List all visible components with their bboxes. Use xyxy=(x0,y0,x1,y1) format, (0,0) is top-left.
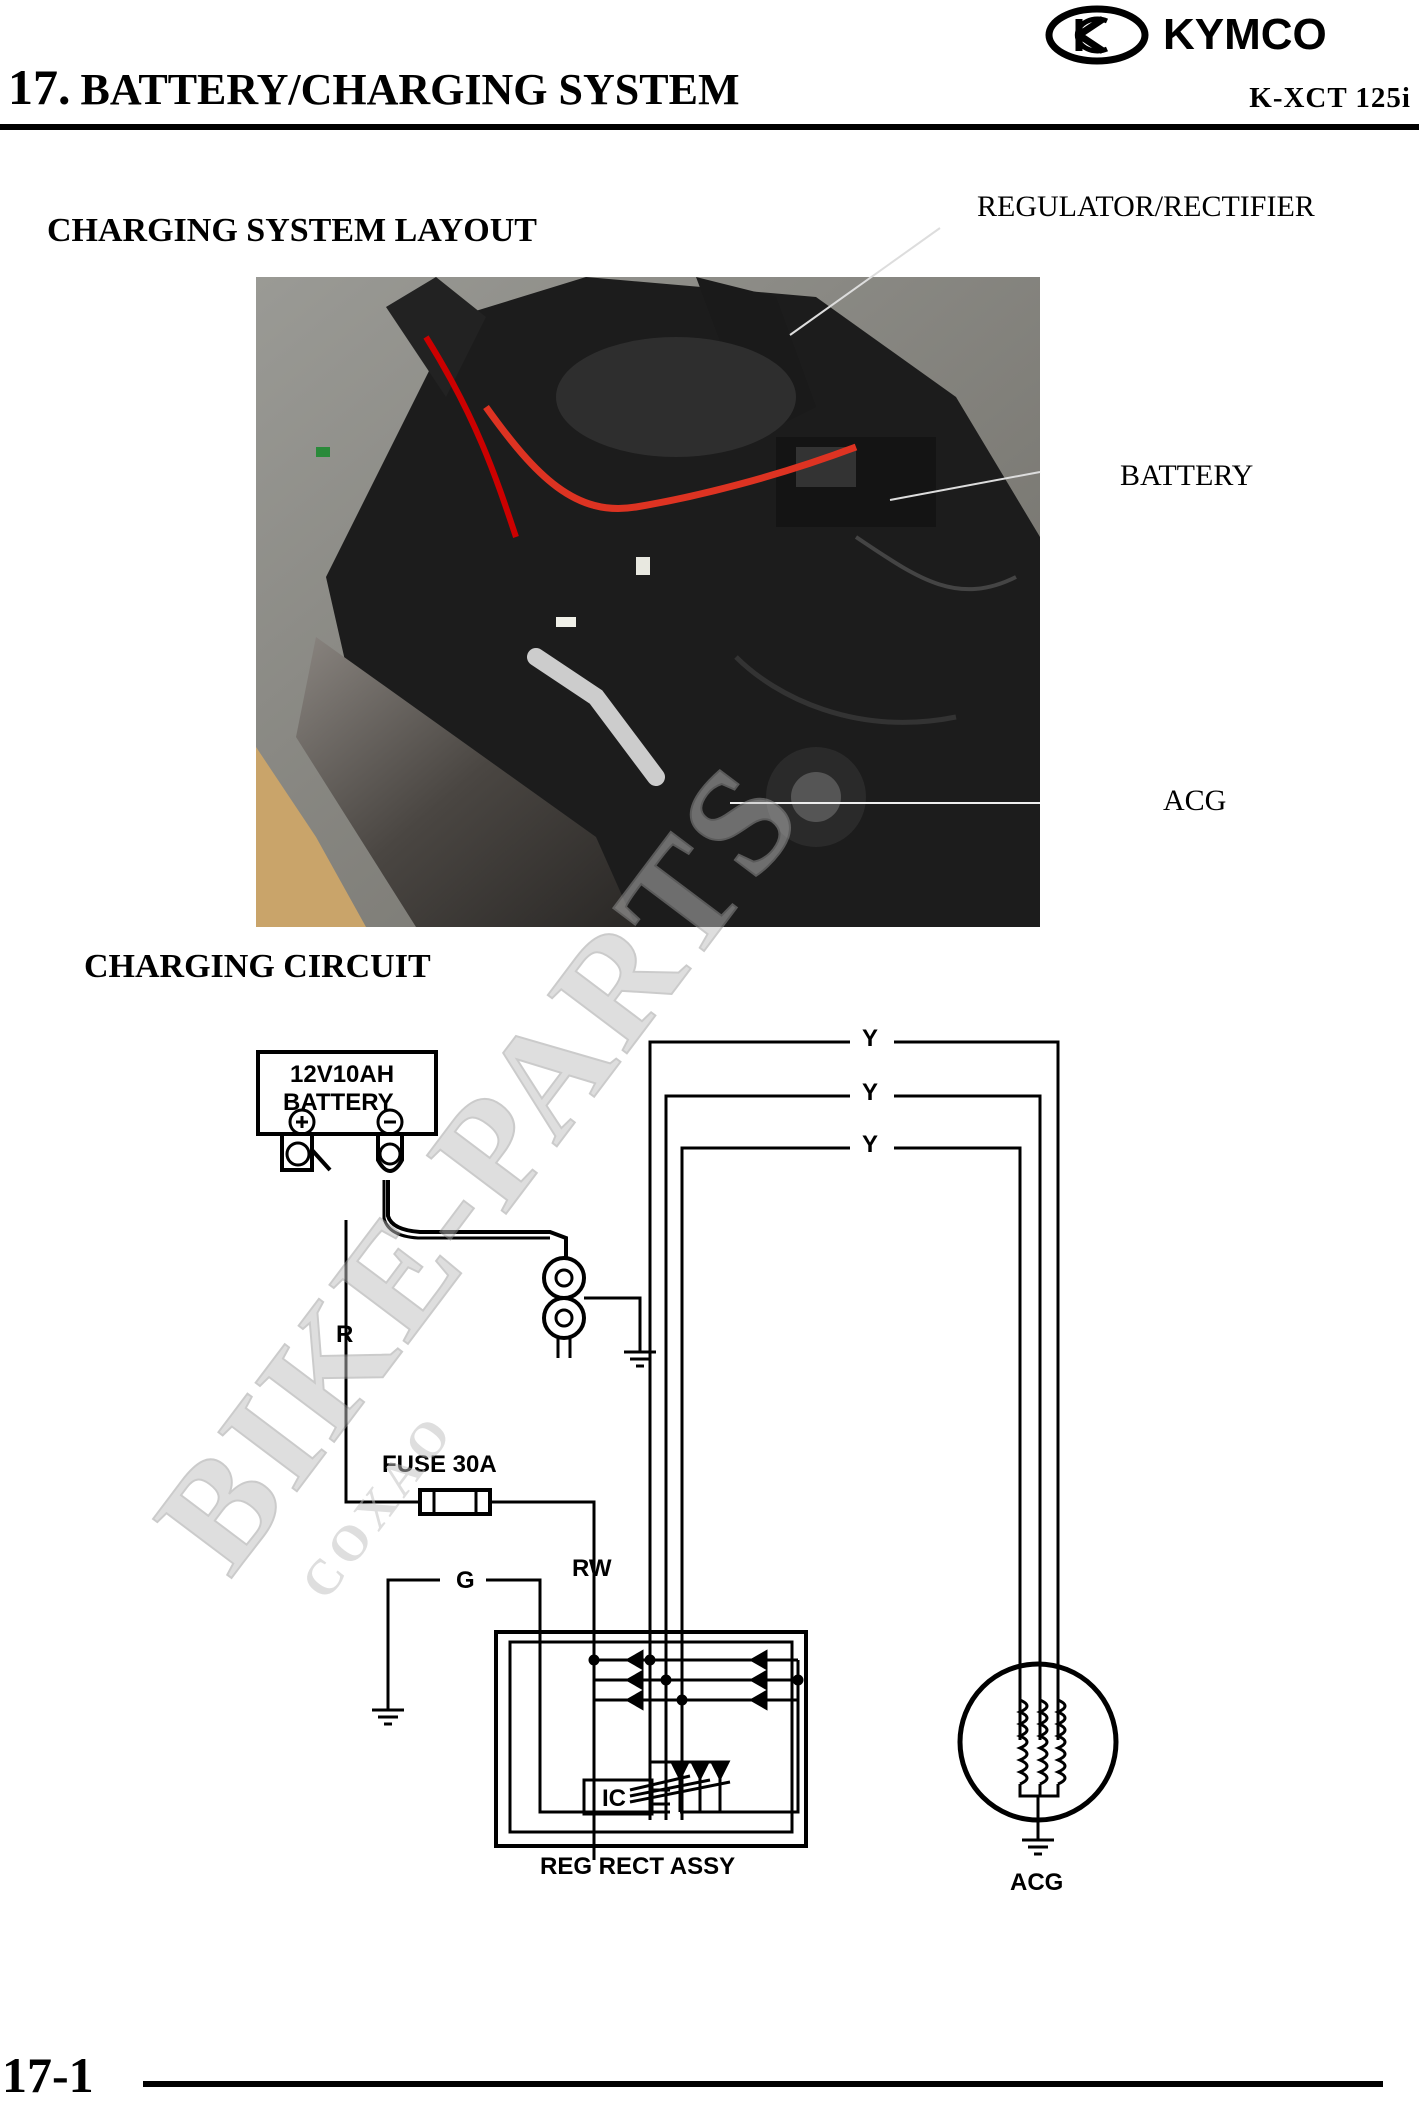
callout-regulator-rectifier: REGULATOR/RECTIFIER xyxy=(977,190,1315,223)
charging-system-photo xyxy=(256,277,1040,927)
wire-label-y2: Y xyxy=(862,1079,878,1106)
fuse-label: FUSE 30A xyxy=(382,1451,497,1478)
wire-label-y3: Y xyxy=(862,1131,878,1158)
wire-label-g: G xyxy=(456,1567,475,1594)
charging-circuit-diagram: 12V10AH BATTERY R FUSE 30A RW G xyxy=(256,1025,1119,1896)
wire-label-y1: Y xyxy=(862,1025,878,1052)
header-rule xyxy=(0,124,1419,130)
fuse-symbol xyxy=(418,1488,492,1516)
acg-symbol xyxy=(957,1661,1119,1856)
page-number: 17-1 xyxy=(2,2047,94,2103)
footer-rule xyxy=(143,2081,1383,2087)
acg-label: ACG xyxy=(1010,1869,1063,1896)
brand-name: KYMCO xyxy=(1163,10,1327,59)
chapter-number: 17. xyxy=(8,59,71,115)
chapter-title: 17.BATTERY/CHARGING SYSTEM xyxy=(8,62,739,112)
battery-label: BATTERY xyxy=(283,1089,394,1116)
ic-block xyxy=(582,1778,654,1816)
callout-acg: ACG xyxy=(1163,784,1227,817)
reg-rect-assy-box xyxy=(494,1630,808,1848)
battery-symbol: 12V10AH BATTERY xyxy=(256,1050,438,1173)
chapter-name: BATTERY/CHARGING SYSTEM xyxy=(80,65,740,114)
model-name: K-XCT 125i xyxy=(1249,82,1411,114)
ground-symbol-g xyxy=(372,1708,404,1726)
reg-rect-label: REG RECT ASSY xyxy=(540,1853,735,1880)
wire-label-rw: RW xyxy=(572,1555,612,1582)
kymco-logo: KYMCO xyxy=(1045,5,1327,65)
battery-rating: 12V10AH xyxy=(290,1061,394,1088)
layout-heading: CHARGING SYSTEM LAYOUT xyxy=(47,212,537,249)
callout-battery: BATTERY xyxy=(1120,459,1254,492)
diode-bridge xyxy=(588,1649,804,1814)
circuit-heading: CHARGING CIRCUIT xyxy=(84,948,431,985)
ground-lug xyxy=(542,1256,586,1358)
ic-label: IC xyxy=(602,1785,626,1812)
